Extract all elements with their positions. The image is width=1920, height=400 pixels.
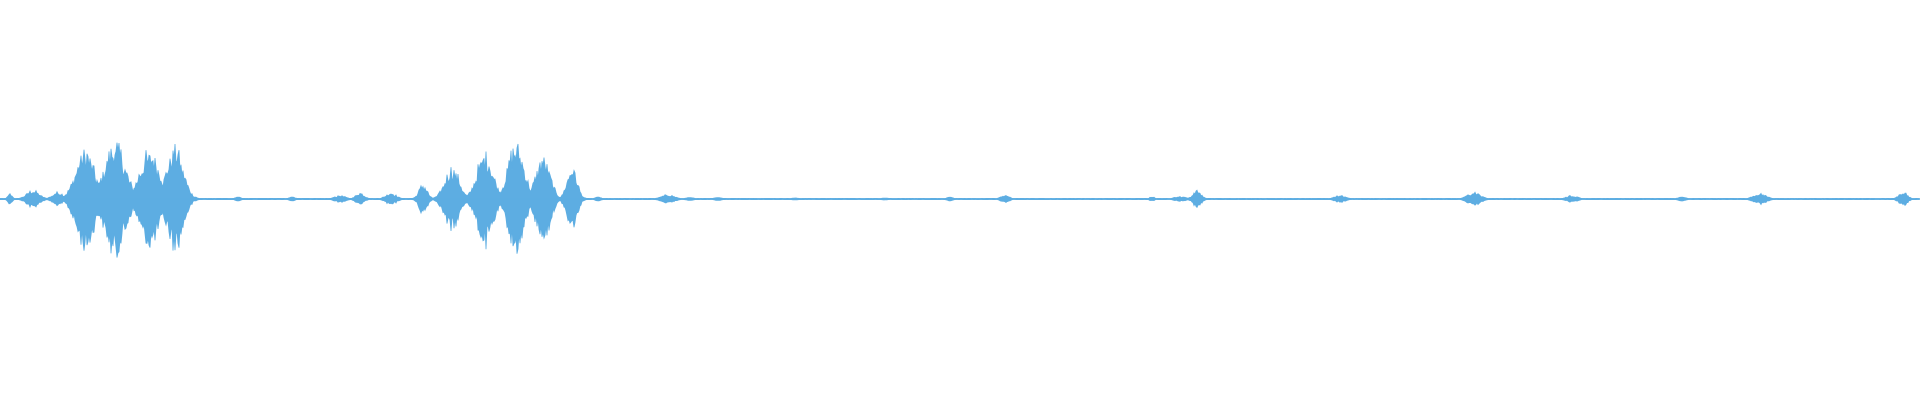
waveform-bars — [0, 142, 1920, 258]
waveform-envelope — [0, 142, 1920, 258]
